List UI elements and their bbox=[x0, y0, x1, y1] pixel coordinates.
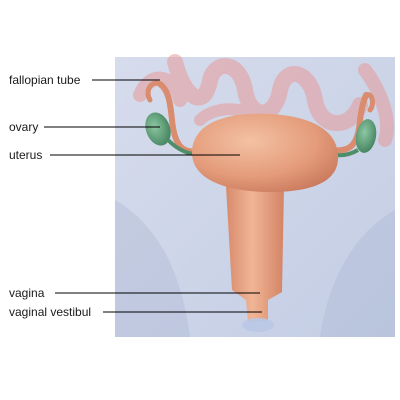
leader-lines bbox=[44, 79, 262, 313]
left-fallopian-tube bbox=[157, 81, 208, 155]
right-fimbria bbox=[363, 92, 376, 113]
left-fimbria bbox=[145, 80, 163, 103]
right-ovary bbox=[355, 119, 377, 153]
label-vaginal-vestibul: vaginal vestibul bbox=[9, 305, 92, 319]
vaginal-vestibule-shape bbox=[242, 318, 274, 332]
pelvic-shadow bbox=[115, 200, 395, 337]
right-fallopian-tube bbox=[327, 92, 369, 154]
vagina-shape bbox=[226, 186, 284, 322]
left-ovary bbox=[145, 112, 171, 146]
label-ovary: ovary bbox=[9, 120, 39, 134]
uterus-shape bbox=[191, 113, 339, 192]
label-vagina: vagina bbox=[9, 286, 45, 300]
label-uterus: uterus bbox=[9, 148, 43, 162]
label-fallopian-tube: fallopian tube bbox=[9, 73, 81, 87]
